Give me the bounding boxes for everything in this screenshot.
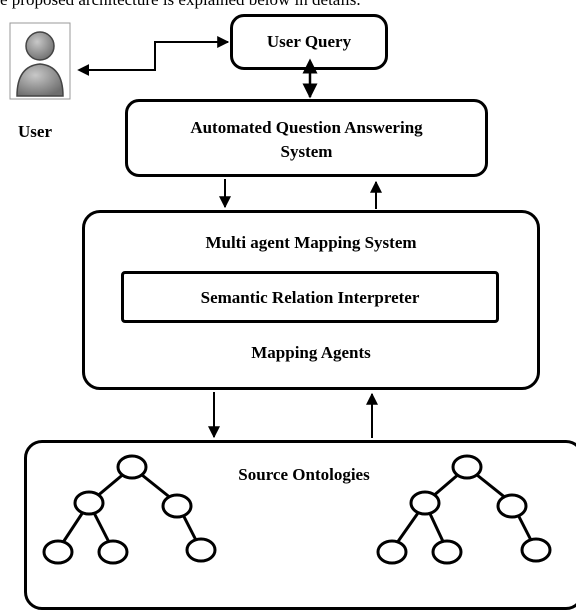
ontology-tree-icon [376,454,552,565]
page-caption-fragment: e proposed architecture is explained bel… [0,0,576,10]
mapping-agents-label: Mapping Agents [251,343,371,362]
source-ontologies-box: Source Ontologies [24,440,576,610]
source-ontologies-label: Source Ontologies [238,465,370,484]
mapping-system-label: Multi agent Mapping System [205,233,417,252]
ontology-tree-icon [42,454,217,565]
mapping-system-box: Multi agent Mapping System Semantic Rela… [82,210,540,390]
qa-system-label: Automated Question Answering System [190,118,423,161]
user-avatar-icon [9,22,71,100]
qa-system-box: Automated Question Answering System [125,99,488,177]
user-query-label: User Query [266,32,352,51]
semantic-interpreter-box: Semantic Relation Interpreter [121,271,499,323]
user-to-query-arrow [77,36,230,76]
semantic-interpreter-label: Semantic Relation Interpreter [200,288,420,307]
user-label: User [18,122,52,141]
